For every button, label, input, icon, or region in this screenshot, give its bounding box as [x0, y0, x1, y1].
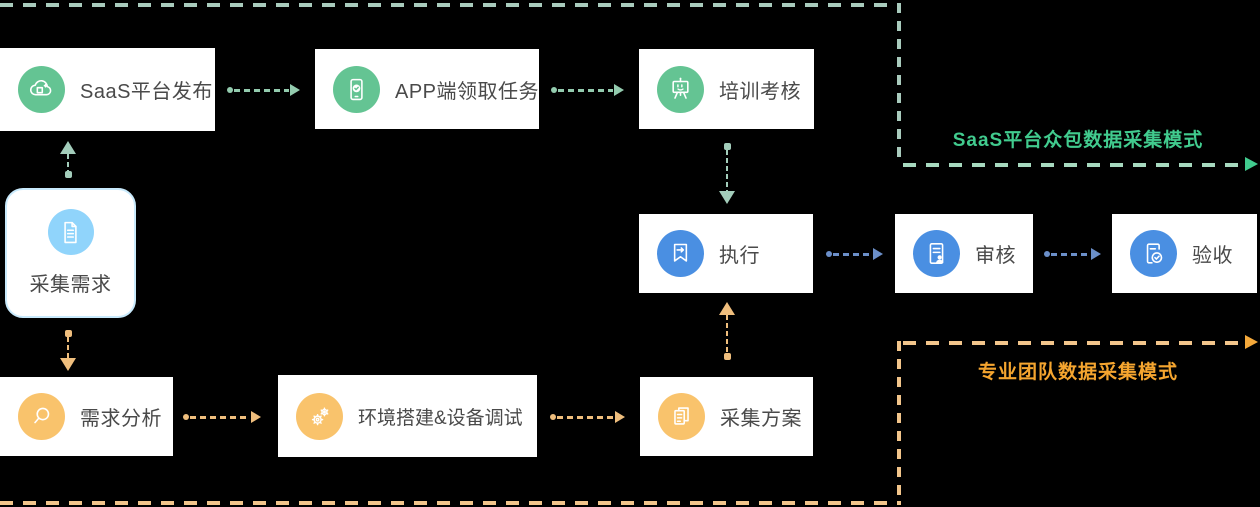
arrowhead-right-icon — [1091, 248, 1101, 260]
arrow-dot — [64, 330, 72, 337]
pro-mode-region-label: 专业团队数据采集模式 — [977, 362, 1178, 383]
phone-check-icon — [333, 65, 380, 113]
saas-region-exit-arrowhead-icon — [1245, 157, 1258, 171]
arrowhead-up-icon — [60, 141, 76, 154]
saas-region-exit-dashed-line — [903, 163, 1245, 167]
node-training: 培训考核 — [639, 49, 814, 129]
arrow-dot — [551, 87, 557, 93]
node-training-label: 培训考核 — [719, 80, 801, 103]
document-icon — [47, 209, 94, 255]
arrowhead-up-icon — [719, 302, 735, 315]
pro-region-exit-arrowhead-icon — [1245, 335, 1258, 349]
arrow-requirement-to-analysis — [59, 330, 77, 371]
node-requirement-analysis: 需求分析 — [0, 377, 173, 456]
arrow-plan-to-execute — [718, 302, 736, 360]
arrow-line — [66, 154, 70, 171]
node-requirement-analysis-label: 需求分析 — [80, 408, 162, 430]
node-review-label: 审核 — [975, 245, 1016, 267]
arrow-review-to-acceptance — [1044, 248, 1101, 260]
arrow-dot — [183, 414, 189, 420]
arrow-line — [833, 252, 872, 256]
easel-board-icon — [657, 65, 704, 113]
arrow-dot — [723, 143, 731, 150]
arrow-line — [557, 415, 614, 419]
arrowhead-down-icon — [60, 358, 76, 371]
node-collection-plan-label: 采集方案 — [720, 408, 802, 430]
node-saas-publish: SaaS平台发布 — [0, 48, 215, 131]
node-acceptance: 验收 — [1112, 214, 1257, 293]
arrow-line — [66, 337, 70, 358]
arrow-line — [725, 315, 729, 353]
arrow-dot — [550, 414, 556, 420]
documents-icon — [658, 393, 705, 440]
node-app-task-label: APP端领取任务 — [395, 80, 540, 103]
document-check-icon — [1130, 230, 1177, 277]
arrowhead-right-icon — [615, 411, 625, 423]
document-user-icon — [913, 230, 960, 277]
arrow-training-to-execute — [718, 143, 736, 204]
node-execute-label: 执行 — [719, 245, 760, 267]
arrow-app-task-to-training — [551, 84, 624, 96]
arrow-saas-publish-to-app-task — [227, 84, 300, 96]
node-collection-plan: 采集方案 — [640, 377, 813, 456]
arrow-dot — [723, 353, 731, 360]
saas-region-border-right — [897, 3, 901, 163]
arrowhead-down-icon — [719, 191, 735, 204]
pro-region-exit-dashed-line — [903, 341, 1245, 345]
arrow-dot — [826, 251, 832, 257]
saas-mode-region-label: SaaS平台众包数据采集模式 — [952, 130, 1204, 151]
bookmark-arrow-icon — [657, 230, 704, 277]
node-acceptance-label: 验收 — [1192, 245, 1233, 267]
arrow-line — [234, 88, 289, 92]
arrow-dot — [64, 171, 72, 178]
node-saas-publish-label: SaaS平台发布 — [80, 81, 213, 103]
node-environment-setup-label: 环境搭建&设备调试 — [358, 407, 523, 429]
arrow-requirement-to-saas-publish — [59, 141, 77, 178]
gears-icon — [296, 392, 343, 440]
node-app-task: APP端领取任务 — [315, 49, 539, 129]
arrowhead-right-icon — [290, 84, 300, 96]
arrow-dot — [1044, 251, 1050, 257]
arrow-execute-to-review — [826, 248, 883, 260]
arrowhead-right-icon — [873, 248, 883, 260]
magnifier-icon — [18, 393, 65, 440]
node-execute: 执行 — [639, 214, 813, 293]
arrow-dot — [227, 87, 233, 93]
pro-region-border-bottom — [0, 501, 901, 505]
arrow-line — [190, 415, 250, 419]
node-collection-requirement: 采集需求 — [5, 188, 136, 318]
arrowhead-right-icon — [614, 84, 624, 96]
arrow-line — [1051, 252, 1090, 256]
saas-region-border-top — [0, 3, 890, 7]
cloud-icon — [18, 66, 65, 113]
node-collection-requirement-label: 采集需求 — [29, 274, 112, 296]
arrow-line — [725, 150, 729, 191]
arrow-environment-to-plan — [550, 411, 625, 423]
node-review: 审核 — [895, 214, 1033, 293]
arrow-analysis-to-environment — [183, 411, 261, 423]
node-environment-setup: 环境搭建&设备调试 — [278, 375, 537, 457]
arrow-line — [558, 88, 613, 92]
arrowhead-right-icon — [251, 411, 261, 423]
pro-region-border-right — [897, 341, 901, 501]
